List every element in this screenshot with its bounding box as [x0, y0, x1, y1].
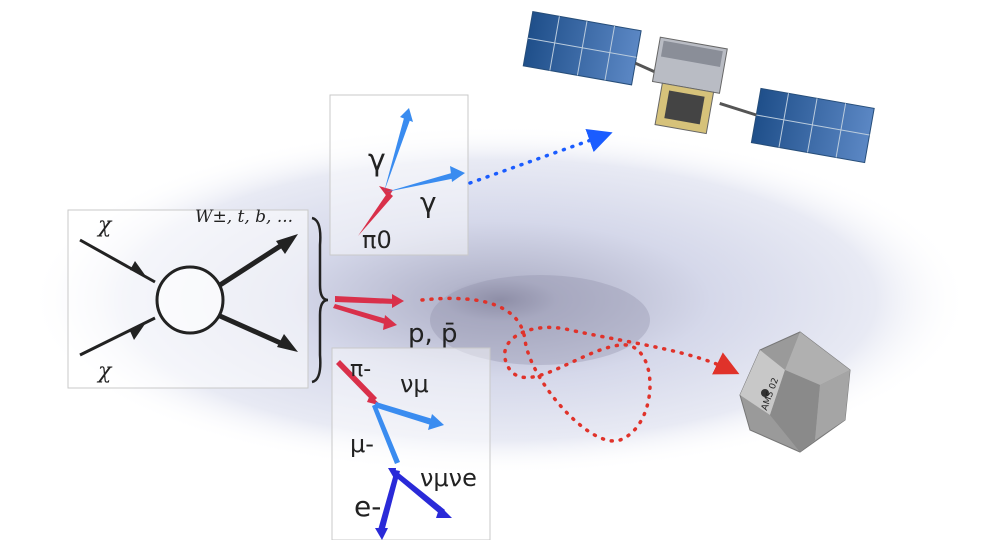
chi-top-label: χ: [96, 213, 113, 238]
p-label: p, p̄: [408, 319, 458, 349]
chi-bottom-label: χ: [96, 359, 113, 384]
electron-label: e-: [354, 490, 381, 523]
products-label: W±, t, b, ...: [195, 207, 293, 227]
annihilation-vertex: [79, 234, 298, 357]
pi0-label: π0: [362, 226, 392, 254]
gamma-right-label: γ: [420, 186, 437, 219]
vertex-blob: [155, 265, 225, 335]
charged-particle-path: [420, 296, 740, 443]
gamma-branch: [358, 108, 465, 236]
mu-minus-label: μ-: [350, 430, 374, 458]
nu-pair-label: νμνe: [420, 464, 477, 492]
proton-branch: [333, 294, 404, 330]
gamma-ray-satellite: [522, 11, 875, 164]
ams-detector: AMS 02: [739, 331, 851, 453]
gamma-ray-path: [468, 128, 613, 185]
nu-mu-label: νμ: [400, 370, 429, 398]
pi-minus-label: π-: [350, 357, 371, 382]
lepton-branch: [336, 360, 452, 540]
brace: [311, 216, 329, 384]
gamma-top-label: γ: [368, 143, 386, 178]
